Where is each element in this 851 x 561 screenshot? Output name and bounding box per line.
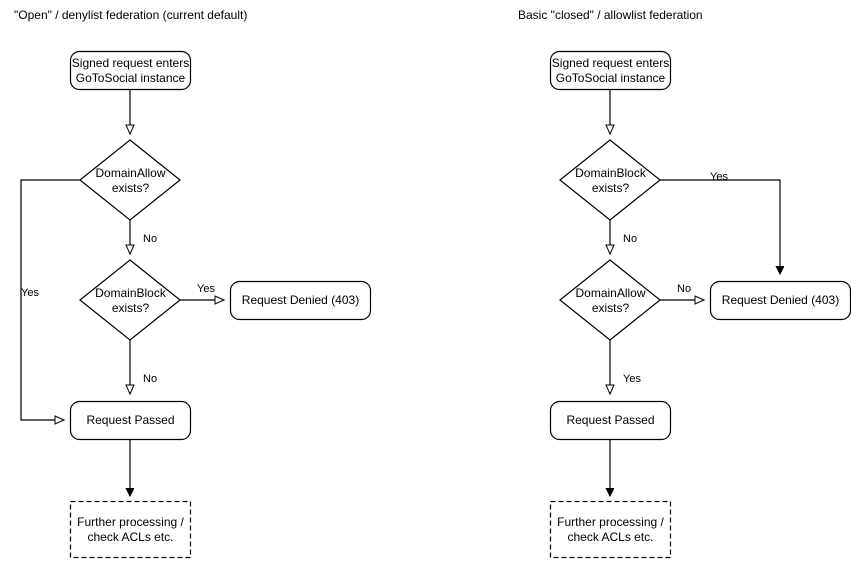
left-further-node: Further processing / check ACLs etc. (70, 501, 191, 558)
right-start-node: Signed request enters GoToSocial instanc… (550, 51, 671, 90)
right-decision-block-node: DomainBlock exists? (560, 160, 661, 201)
right-decision-allow-line-1: DomainAllow (575, 285, 646, 300)
right-further-line-1: Further processing / (557, 514, 664, 529)
left-decision-block-line-1: DomainBlock (95, 285, 166, 300)
left-decision-block-line-2: exists? (111, 300, 150, 315)
left-start-line-1: Signed request enters (71, 55, 190, 70)
left-further-line-2: check ACLs etc. (87, 529, 174, 544)
right-decision-block-line-2: exists? (591, 180, 630, 195)
left-decision-allow-node: DomainAllow exists? (80, 160, 181, 201)
left-decision-allow-line-2: exists? (111, 180, 150, 195)
left-start-line-2: GoToSocial instance (75, 70, 186, 85)
left-decision-allow-line-1: DomainAllow (95, 165, 166, 180)
right-further-node: Further processing / check ACLs etc. (550, 501, 671, 558)
right-further-line-2: check ACLs etc. (567, 529, 654, 544)
left-start-node: Signed request enters GoToSocial instanc… (70, 51, 191, 90)
left-further-node-shape (69, 500, 192, 559)
right-decision-block-line-1: DomainBlock (575, 165, 646, 180)
left-passed-node: Request Passed (86, 413, 175, 427)
right-edge-block-yes (660, 179, 780, 274)
left-denied-node: Request Denied (403) (241, 293, 360, 307)
right-passed-node: Request Passed (566, 413, 655, 427)
left-further-line-1: Further processing / (77, 514, 184, 529)
left-denied-node-shape (229, 280, 372, 321)
right-start-line-2: GoToSocial instance (555, 70, 666, 85)
right-further-node-shape (549, 500, 672, 559)
right-start-line-1: Signed request enters (551, 55, 670, 70)
right-decision-allow-line-2: exists? (591, 300, 630, 315)
right-denied-node: Request Denied (403) (721, 293, 840, 307)
left-decision-block-node: DomainBlock exists? (80, 280, 181, 321)
right-decision-allow-node: DomainAllow exists? (560, 280, 661, 321)
left-edge-allow-yes-loop (20, 179, 80, 425)
